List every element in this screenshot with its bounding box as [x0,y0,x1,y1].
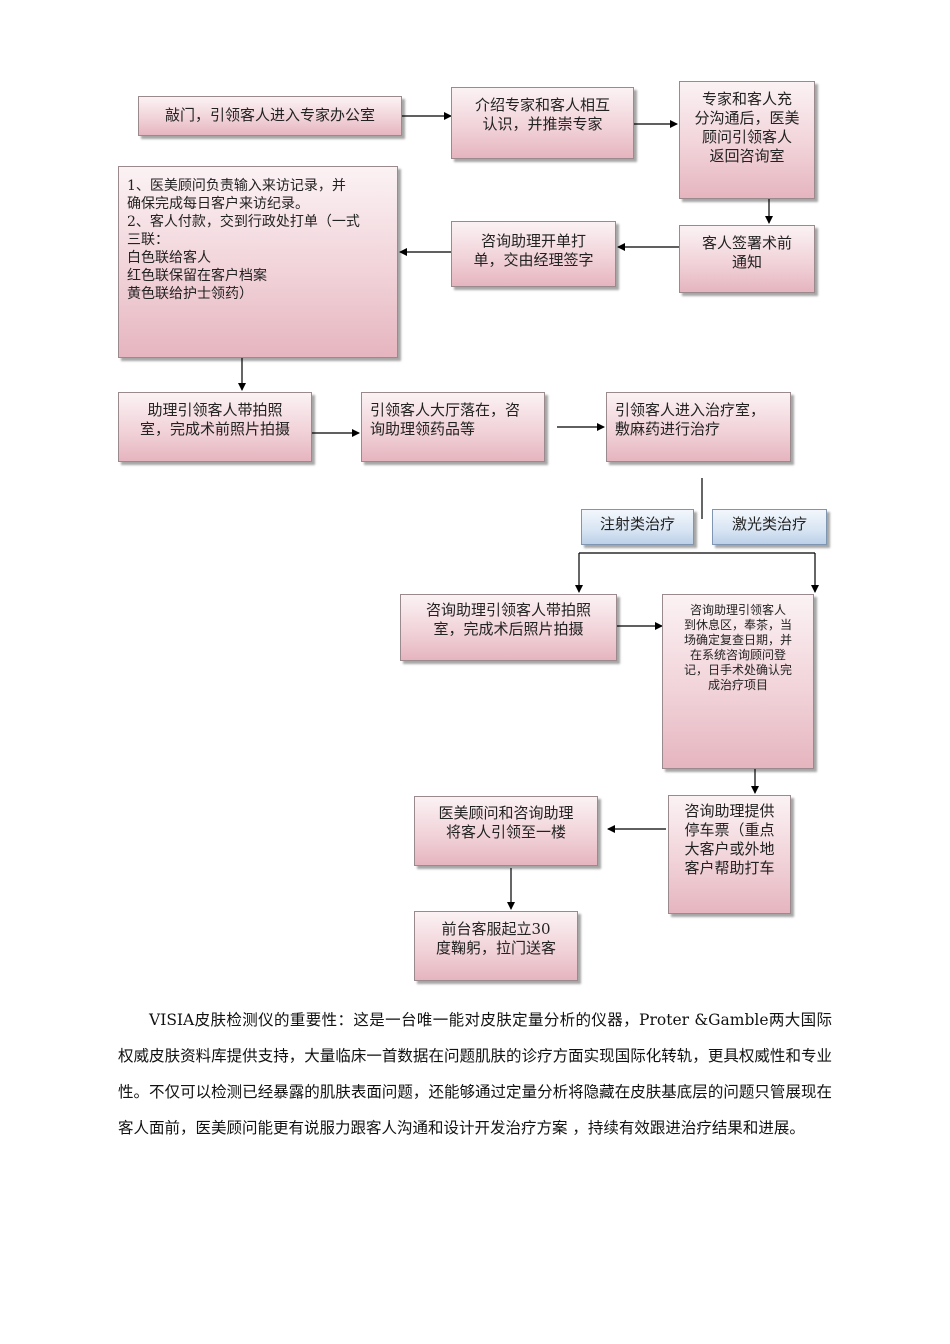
step-rest-area: 咨询助理引领客人 到休息区，奉茶，当 场确定复查日期，并 在系统咨询顾问登 记，… [662,594,814,769]
step-laser-treatment: 激光类治疗 [712,509,827,545]
visia-paragraph: VISIA皮肤检测仪的重要性：这是一台唯一能对皮肤定量分析的仪器，Proter … [118,1011,832,1137]
step-knock-door: 敲门，引领客人进入专家办公室 [138,96,402,136]
step-assistant-billing: 咨询助理开单打 单，交由经理签字 [451,221,616,287]
step-introduce-expert: 介绍专家和客人相互 认识，并推崇专家 [451,87,634,159]
step-post-photo: 咨询助理引领客人带拍照 室，完成术后照片拍摄 [400,594,617,661]
step-sign-notice: 客人签署术前 通知 [679,225,815,293]
step-escort-downstairs: 医美顾问和咨询助理 将客人引领至一楼 [414,796,598,866]
step-expert-consult: 专家和客人充 分沟通后，医美 顾问引领客人 返回咨询室 [679,81,815,199]
step-parking-ticket: 咨询助理提供 停车票（重点 大客户或外地 客户帮助打车 [668,795,791,914]
step-record-payment: 1、医美顾问负责输入来访记录，并 确保完成每日客户来访纪录。 2、客人付款，交到… [118,166,398,358]
step-pre-photo: 助理引领客人带拍照 室，完成术前照片拍摄 [118,392,312,462]
step-front-desk-farewell: 前台客服起立30 度鞠躬，拉门送客 [414,911,578,981]
step-injection-treatment: 注射类治疗 [581,509,694,545]
step-lobby-medicine: 引领客人大厅落在，咨 询助理领药品等 [361,392,545,462]
step-treatment-room: 引领客人进入治疗室， 敷麻药进行治疗 [606,392,791,462]
